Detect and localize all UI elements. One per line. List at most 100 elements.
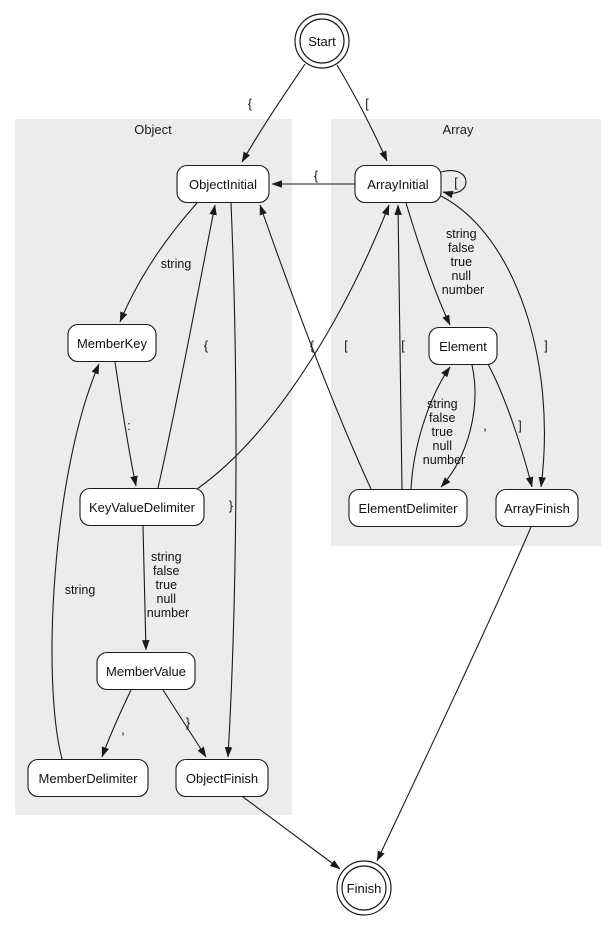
edge-start-to-object-initial [241, 63, 306, 163]
edge-label-key-value-delimiter-object-initial: { [204, 339, 208, 353]
edge-label-line: false [153, 564, 179, 578]
edge-label-array-initial-object-initial: { [314, 169, 318, 183]
edge-label-element-array-finish: ] [518, 419, 521, 433]
edge-element-to-element-delimiter [440, 364, 476, 488]
edge-label-element-delimiter-array-initial: [ [401, 339, 405, 353]
edge-label-array-initial-element: string false true null number [442, 227, 484, 297]
edge-label-line: string [427, 397, 458, 411]
cluster-object: Object [15, 119, 292, 815]
edge-start-to-array-initial [336, 64, 388, 162]
edge-label-line: false [429, 411, 455, 425]
node-member-key-box [67, 323, 157, 363]
edge-array-initial-to-element [405, 202, 451, 326]
cluster-array-label: Array [442, 122, 474, 137]
edge-label-element-delimiter-object-initial: { [310, 339, 314, 353]
node-finish-label: Finish [347, 881, 382, 896]
node-array-finish-label: ArrayFinish [504, 501, 570, 516]
node-object-finish-box [175, 758, 269, 798]
node-element-delimiter: ElementDelimiter [348, 488, 468, 528]
edge-member-value-to-member-delimiter [101, 689, 132, 758]
node-member-value-box [96, 651, 196, 691]
edge-label-line: null [433, 439, 452, 453]
node-member-key: MemberKey [67, 323, 157, 363]
edge-object-initial-to-member-key [119, 202, 198, 323]
edge-label-line: false [448, 241, 474, 255]
node-start: Start [294, 13, 350, 69]
node-element-delimiter-box [348, 488, 468, 528]
node-array-finish-box [495, 488, 579, 528]
edge-array-finish-to-finish [376, 526, 532, 862]
node-finish: Finish [336, 860, 392, 916]
edge-label-line: true [155, 578, 177, 592]
edge-array-initial-self-loop [440, 170, 467, 199]
node-element: Element [428, 326, 498, 366]
node-member-key-label: MemberKey [77, 336, 148, 351]
node-array-initial-box [354, 164, 442, 204]
edge-label-line: true [431, 425, 453, 439]
node-object-initial: ObjectInitial [176, 164, 270, 204]
edge-label-line: null [157, 592, 176, 606]
node-array-initial-label: ArrayInitial [367, 177, 429, 192]
cluster-object-label: Object [134, 122, 172, 137]
edge-label-start-object-initial: { [248, 97, 252, 111]
edge-label-key-value-delimiter-member-value: string false true null number [147, 550, 189, 620]
node-array-finish: ArrayFinish [495, 488, 579, 528]
edge-member-key-to-key-value-delimiter [114, 361, 138, 487]
edge-label-line: string [446, 227, 477, 241]
node-array-initial: ArrayInitial [354, 164, 442, 204]
node-member-delimiter-box [27, 758, 149, 798]
edge-array-initial-to-array-finish [440, 195, 546, 488]
node-element-box [428, 326, 498, 366]
node-element-label: Element [439, 339, 487, 354]
edge-member-value-to-object-finish [162, 689, 207, 758]
edge-labels-layer: { [ { [ string false true null number ] … [65, 97, 548, 737]
edge-object-initial-to-object-finish [224, 202, 237, 758]
edge-key-value-delimiter-to-object-initial [157, 204, 217, 489]
edge-label-element-element-delimiter: , [483, 419, 486, 433]
edge-label-array-initial-self: [ [454, 176, 458, 190]
node-object-initial-label: ObjectInitial [189, 177, 257, 192]
node-member-value: MemberValue [96, 651, 196, 691]
edge-label-array-initial-array-finish: ] [544, 339, 547, 353]
start-inner-circle [299, 18, 345, 64]
node-object-finish: ObjectFinish [175, 758, 269, 798]
edge-element-delimiter-to-element [410, 366, 451, 490]
edge-label-line: number [442, 283, 484, 297]
node-member-value-label: MemberValue [106, 664, 186, 679]
edge-label-member-value-member-delimiter: , [121, 723, 124, 737]
edge-label-member-value-object-finish: } [186, 716, 190, 730]
node-element-delimiter-label: ElementDelimiter [359, 501, 459, 516]
edge-label-key-value-delimiter-array-initial: [ [344, 339, 348, 353]
edge-label-line: true [450, 255, 472, 269]
node-object-initial-box [176, 164, 270, 204]
node-member-delimiter: MemberDelimiter [27, 758, 149, 798]
finish-inner-circle [341, 865, 387, 911]
cluster-object-background [15, 119, 292, 815]
edge-label-object-initial-member-key: string [161, 257, 192, 271]
edge-label-line: null [452, 269, 471, 283]
edge-label-line: number [147, 606, 189, 620]
edge-label-line: number [423, 453, 465, 467]
edge-element-delimiter-to-object-initial [259, 204, 372, 490]
edge-key-value-delimiter-to-array-initial [196, 204, 390, 490]
edge-label-element-delimiter-element: string false true null number [423, 397, 465, 467]
node-start-label: Start [308, 34, 336, 49]
node-member-delimiter-label: MemberDelimiter [39, 771, 139, 786]
edge-label-start-array-initial: [ [365, 97, 369, 111]
edge-label-member-delimiter-member-key: string [65, 583, 96, 597]
edge-label-member-key-key-value-delimiter: : [127, 419, 130, 433]
node-key-value-delimiter: KeyValueDelimiter [79, 487, 205, 527]
nodes-layer: Start ObjectInitial ArrayInitial MemberK… [27, 13, 579, 916]
edge-key-value-delimiter-to-member-value [142, 525, 150, 651]
node-key-value-delimiter-label: KeyValueDelimiter [89, 500, 196, 515]
edge-label-object-initial-object-finish: } [229, 499, 233, 513]
node-key-value-delimiter-box [79, 487, 205, 527]
edge-object-finish-to-finish [242, 796, 341, 870]
edge-member-delimiter-to-member-key [51, 363, 100, 760]
edge-element-to-array-finish [487, 363, 534, 488]
node-object-finish-label: ObjectFinish [186, 771, 258, 786]
edges-layer [51, 63, 546, 870]
edge-label-line: string [151, 550, 182, 564]
